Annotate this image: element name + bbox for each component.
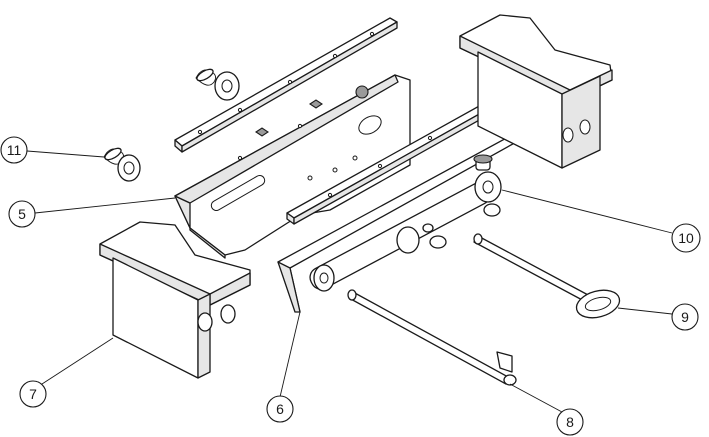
callout-8: 8 bbox=[556, 408, 584, 436]
right-mounting-block bbox=[459, 14, 613, 169]
callout-circle bbox=[266, 395, 294, 423]
callout-circle bbox=[671, 303, 699, 331]
part-8-long-pin bbox=[347, 289, 517, 386]
callout-11: 11 bbox=[0, 136, 28, 164]
top-clip-washer bbox=[195, 68, 240, 101]
part-5-bracket-plate bbox=[174, 74, 411, 259]
callout-label: 8 bbox=[566, 414, 574, 430]
leader-lines bbox=[26, 150, 673, 413]
callout-10: 10 bbox=[671, 223, 701, 253]
part-11-clip-washer bbox=[103, 147, 141, 182]
part-9-handle-pin bbox=[473, 233, 621, 319]
part-7-left-block bbox=[99, 221, 251, 379]
callout-7: 7 bbox=[19, 380, 47, 408]
callout-9: 9 bbox=[671, 303, 699, 331]
callout-circle bbox=[8, 200, 36, 228]
part-6-cylinder-frame bbox=[277, 134, 521, 313]
callout-circle bbox=[556, 408, 584, 436]
callout-label: 10 bbox=[678, 230, 694, 246]
callout-5: 5 bbox=[8, 200, 36, 228]
callout-label: 9 bbox=[681, 309, 689, 325]
callout-6: 6 bbox=[266, 395, 294, 423]
callout-label: 11 bbox=[7, 142, 22, 158]
callout-circle bbox=[19, 380, 47, 408]
callout-circle bbox=[671, 223, 701, 253]
upper-rail-bar bbox=[174, 17, 398, 153]
callout-circle bbox=[0, 136, 28, 164]
callout-label: 6 bbox=[276, 401, 284, 417]
callout-label: 5 bbox=[18, 206, 26, 222]
callout-label: 7 bbox=[29, 386, 37, 402]
